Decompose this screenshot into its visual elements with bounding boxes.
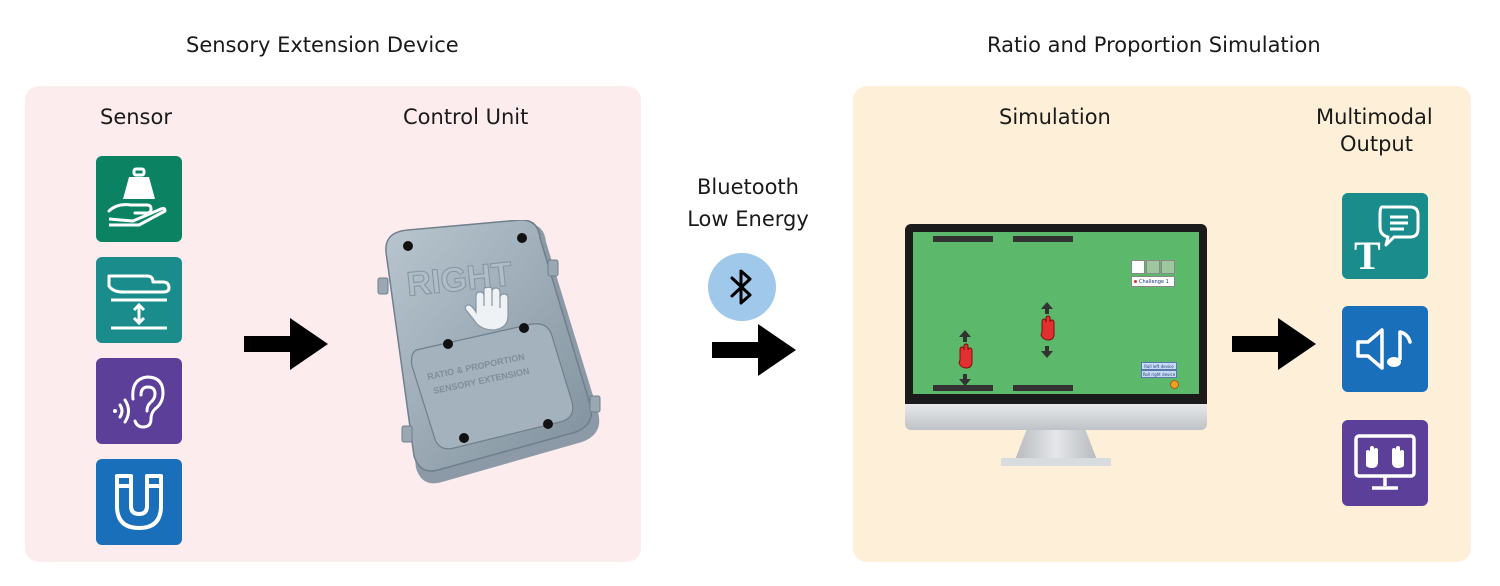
roll-right-button[interactable]: Roll right device xyxy=(1141,370,1177,378)
top-bar-left xyxy=(933,236,993,242)
top-bar-right xyxy=(1013,236,1073,242)
text-speech-icon: T xyxy=(1354,205,1420,273)
bottom-bar-left xyxy=(933,385,993,391)
monitor-chin xyxy=(905,404,1207,430)
reset-icon[interactable] xyxy=(1170,380,1179,389)
ear-sound-icon xyxy=(113,375,165,429)
output-tile-visual xyxy=(1342,420,1428,506)
output-tile-sound xyxy=(1342,306,1428,392)
control-unit-label: Control Unit xyxy=(403,105,529,129)
arrow-to-output xyxy=(1232,318,1316,370)
control-unit-device: RIGHT RATIO & PROPORTION SENSORY EXTENSI… xyxy=(372,219,612,499)
monitor-stand xyxy=(1015,430,1097,460)
svg-text:T: T xyxy=(1354,233,1381,273)
bluetooth-icon xyxy=(730,269,752,305)
sensor-tile-weight xyxy=(96,156,182,242)
output-label-line1: Multimodal xyxy=(1316,105,1433,129)
monitor-base xyxy=(1001,458,1111,466)
simulation-screen: Challenge 1 Roll left device Roll right … xyxy=(913,232,1199,394)
hand-distance-icon xyxy=(107,274,171,330)
output-tile-text: T xyxy=(1342,193,1428,279)
bluetooth-label-line1: Bluetooth xyxy=(697,175,799,199)
simulation-label: Simulation xyxy=(999,105,1111,129)
magnet-icon xyxy=(115,474,163,530)
hands-display-icon xyxy=(1354,434,1416,490)
bluetooth-label-line2: Low Energy xyxy=(687,207,809,231)
right-hand-marker xyxy=(1040,302,1055,358)
sensor-tile-sound xyxy=(96,358,182,444)
left-hand-marker xyxy=(958,330,973,386)
sensor-label: Sensor xyxy=(100,105,172,129)
roll-left-button[interactable]: Roll left device xyxy=(1141,362,1177,370)
roll-right-button-label: Roll right device xyxy=(1142,371,1176,377)
roll-left-button-label: Roll left device xyxy=(1144,363,1174,369)
bottom-bar-right xyxy=(1013,385,1073,391)
screen-grid2-icon[interactable] xyxy=(1161,260,1175,274)
right-section-title: Ratio and Proportion Simulation xyxy=(987,33,1321,57)
screen-tool-icon[interactable] xyxy=(1131,260,1145,274)
bluetooth-badge xyxy=(708,253,776,321)
screen-grid-icon[interactable] xyxy=(1146,260,1160,274)
challenge-dropdown[interactable]: Challenge 1 xyxy=(1131,276,1175,287)
sensor-tile-distance xyxy=(96,257,182,343)
arrow-to-simulation xyxy=(712,324,796,376)
sound-music-icon xyxy=(1356,328,1412,370)
monitor: Challenge 1 Roll left device Roll right … xyxy=(905,224,1207,474)
arrow-sensor-to-control xyxy=(244,318,328,370)
weight-on-hand-icon xyxy=(107,167,167,227)
challenge-dropdown-text: Challenge 1 xyxy=(1139,278,1169,285)
output-label-line2: Output xyxy=(1340,132,1413,156)
left-section-title: Sensory Extension Device xyxy=(186,33,459,57)
sensor-tile-magnet xyxy=(96,459,182,545)
challenge-dot-icon xyxy=(1134,280,1137,283)
